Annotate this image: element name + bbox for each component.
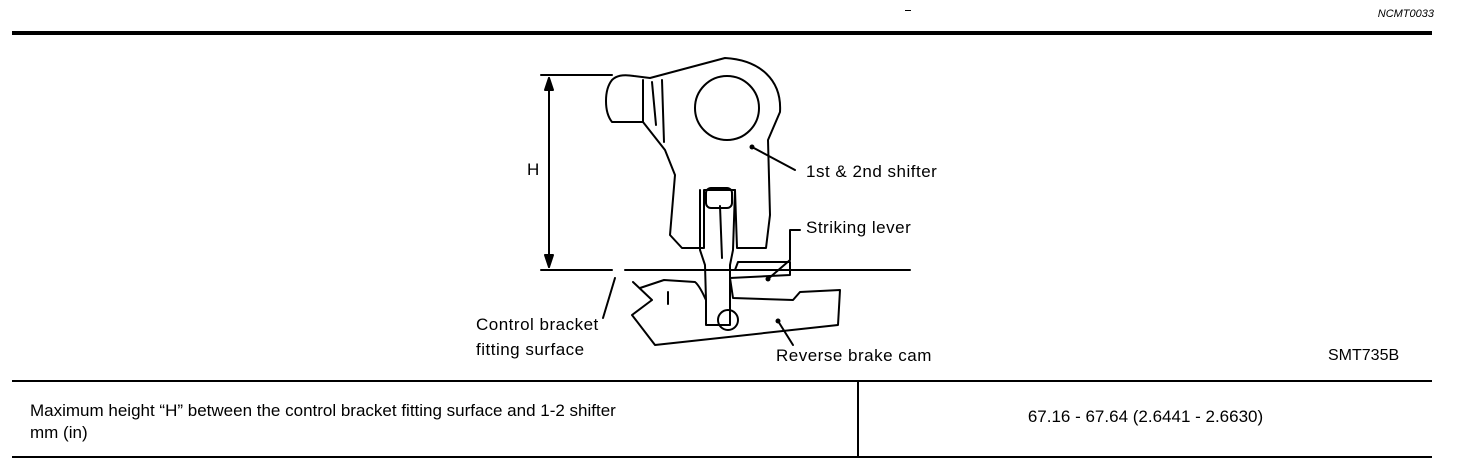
shifter-illustration xyxy=(540,57,911,346)
shifter-label: 1st & 2nd shifter xyxy=(806,162,938,181)
spec-label-text: Maximum height “H” between the control b… xyxy=(30,401,616,420)
reverse-brake-cam-label: Reverse brake cam xyxy=(776,346,932,365)
control-bracket-label-line1: Control bracket xyxy=(476,315,599,334)
document-id: NCMT0033 xyxy=(1377,8,1434,20)
spec-value-cell: 67.16 - 67.64 (2.6441 - 2.6630) xyxy=(859,382,1432,456)
height-label: H xyxy=(527,160,540,179)
top-rule xyxy=(12,31,1432,35)
height-arrow-down xyxy=(544,254,554,268)
spec-unit-text: mm (in) xyxy=(30,423,88,442)
height-arrow-up xyxy=(544,77,554,91)
striking-lever-leader xyxy=(767,229,801,280)
control-bracket-label-line2: fitting surface xyxy=(476,340,585,359)
spec-value-text: 67.16 - 67.64 (2.6441 - 2.6630) xyxy=(1027,407,1264,426)
shifter-leader xyxy=(751,146,796,171)
spec-table: Maximum height “H” between the control b… xyxy=(12,380,1432,458)
reverse-brake-cam-leader xyxy=(777,320,794,346)
header-dash xyxy=(905,10,911,11)
spec-label-cell: Maximum height “H” between the control b… xyxy=(12,382,859,456)
control-bracket-leader xyxy=(602,277,616,319)
striking-lever-cam-part xyxy=(631,261,841,346)
striking-lever-label: Striking lever xyxy=(806,218,912,237)
shifter-part xyxy=(605,57,782,301)
shifter-height-figure: H 1st & 2nd shifter Striking lever Contr… xyxy=(476,57,1400,365)
figure-code: SMT735B xyxy=(1328,347,1400,364)
